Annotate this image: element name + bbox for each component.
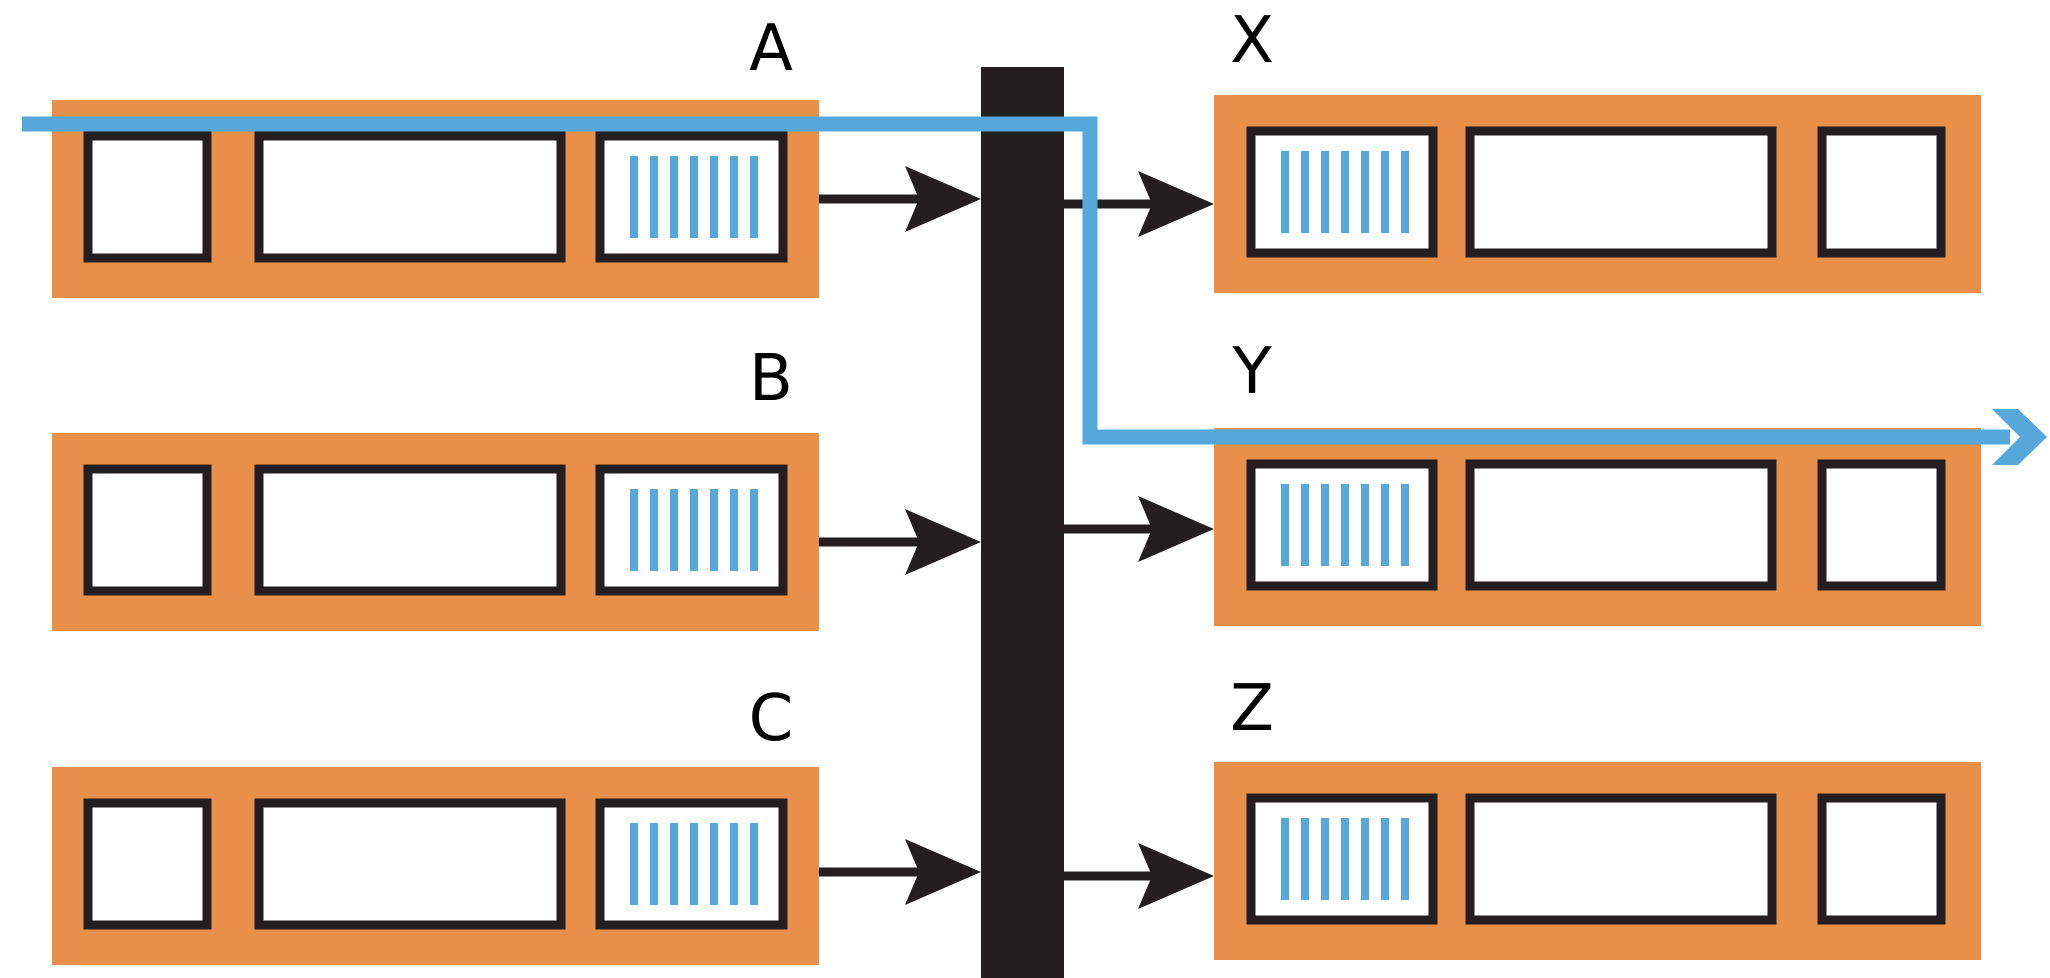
- destination-label-x: X: [1230, 4, 1274, 78]
- source-node-b-stripe: [750, 489, 758, 571]
- source-node-c-stripe: [690, 823, 698, 905]
- destination-node-x-stripe: [1381, 151, 1389, 233]
- arrow-a-to-bus-head: [905, 166, 981, 232]
- source-node-b-stripe: [670, 489, 678, 571]
- arrow-bus-to-z: [1064, 843, 1214, 909]
- destination-node-y-wide-box: [1465, 459, 1777, 591]
- arrow-bus-to-y-head: [1138, 496, 1214, 562]
- source-node-c-stripe: [650, 823, 658, 905]
- source-label-a: A: [749, 12, 793, 86]
- destination-node-z-stripe: [1321, 818, 1329, 900]
- source-node-b-stripe: [730, 489, 738, 571]
- source-node-a-stripe: [750, 156, 758, 238]
- arrows-layer: [819, 166, 1214, 909]
- destination-node-x: [1214, 95, 1981, 293]
- destination-node-y-stripe: [1401, 484, 1409, 566]
- destination-node-z-small-box: [1817, 793, 1946, 925]
- destination-node-x-stripe: [1281, 151, 1289, 233]
- destination-node-y-stripe: [1341, 484, 1349, 566]
- arrow-c-to-bus-head: [905, 839, 981, 905]
- source-node-a: [52, 100, 819, 298]
- arrow-bus-to-y: [1064, 496, 1214, 562]
- source-node-b-stripe: [630, 489, 638, 571]
- source-node-b-stripe: [650, 489, 658, 571]
- source-node-a-stripe: [670, 156, 678, 238]
- source-node-b-small-box: [83, 464, 212, 596]
- source-node-c-stripe: [670, 823, 678, 905]
- destination-node-x-stripe: [1401, 151, 1409, 233]
- source-node-c-wide-box: [254, 798, 566, 930]
- destination-label-z: Z: [1230, 672, 1274, 746]
- arrow-b-to-bus: [819, 509, 981, 575]
- source-node-c-stripe: [730, 823, 738, 905]
- highlighted-route-arrowhead: [1992, 409, 2047, 465]
- destination-node-z-stripe: [1361, 818, 1369, 900]
- source-node-a-wide-box: [254, 131, 566, 263]
- destination-node-z-stripe: [1341, 818, 1349, 900]
- destination-node-x-small-box: [1817, 126, 1946, 258]
- destination-node-y-stripe: [1361, 484, 1369, 566]
- source-node-a-stripe: [710, 156, 718, 238]
- destination-label-y: Y: [1231, 335, 1272, 409]
- source-node-a-stripe: [730, 156, 738, 238]
- source-node-c: [52, 767, 819, 965]
- source-node-c-stripe: [630, 823, 638, 905]
- nodes-layer: [52, 95, 1981, 965]
- destination-node-y-stripe: [1321, 484, 1329, 566]
- destination-node-z-wide-box: [1465, 793, 1777, 925]
- destination-node-z-stripe: [1401, 818, 1409, 900]
- destination-node-x-stripe: [1301, 151, 1309, 233]
- source-node-c-stripe: [710, 823, 718, 905]
- arrow-b-to-bus-head: [905, 509, 981, 575]
- destination-node-y-stripe: [1381, 484, 1389, 566]
- destination-node-y-stripe: [1301, 484, 1309, 566]
- source-node-a-stripe: [690, 156, 698, 238]
- destination-node-z-stripe: [1301, 818, 1309, 900]
- source-node-b: [52, 433, 819, 631]
- central-bus: [981, 67, 1064, 978]
- source-label-c: C: [749, 682, 794, 756]
- arrow-c-to-bus: [819, 839, 981, 905]
- source-node-a-stripe: [630, 156, 638, 238]
- source-node-a-small-box: [83, 131, 212, 263]
- source-label-b: B: [749, 342, 793, 416]
- destination-node-z-stripe: [1381, 818, 1389, 900]
- destination-node-z: [1214, 762, 1981, 960]
- arrow-a-to-bus: [819, 166, 981, 232]
- source-node-b-stripe: [710, 489, 718, 571]
- source-node-c-small-box: [83, 798, 212, 930]
- arrow-bus-to-x: [1064, 171, 1214, 237]
- destination-node-y: [1214, 428, 1981, 626]
- source-node-c-stripe: [750, 823, 758, 905]
- destination-node-y-stripe: [1281, 484, 1289, 566]
- highlighted-route-line: [22, 116, 2010, 445]
- destination-node-x-stripe: [1321, 151, 1329, 233]
- destination-node-z-stripe: [1281, 818, 1289, 900]
- destination-node-y-small-box: [1817, 459, 1946, 591]
- source-node-a-stripe: [650, 156, 658, 238]
- destination-node-x-wide-box: [1465, 126, 1777, 258]
- destination-node-x-stripe: [1361, 151, 1369, 233]
- source-node-b-wide-box: [254, 464, 566, 596]
- source-node-b-stripe: [690, 489, 698, 571]
- arrow-bus-to-x-head: [1138, 171, 1214, 237]
- arrow-bus-to-z-head: [1138, 843, 1214, 909]
- destination-node-x-stripe: [1341, 151, 1349, 233]
